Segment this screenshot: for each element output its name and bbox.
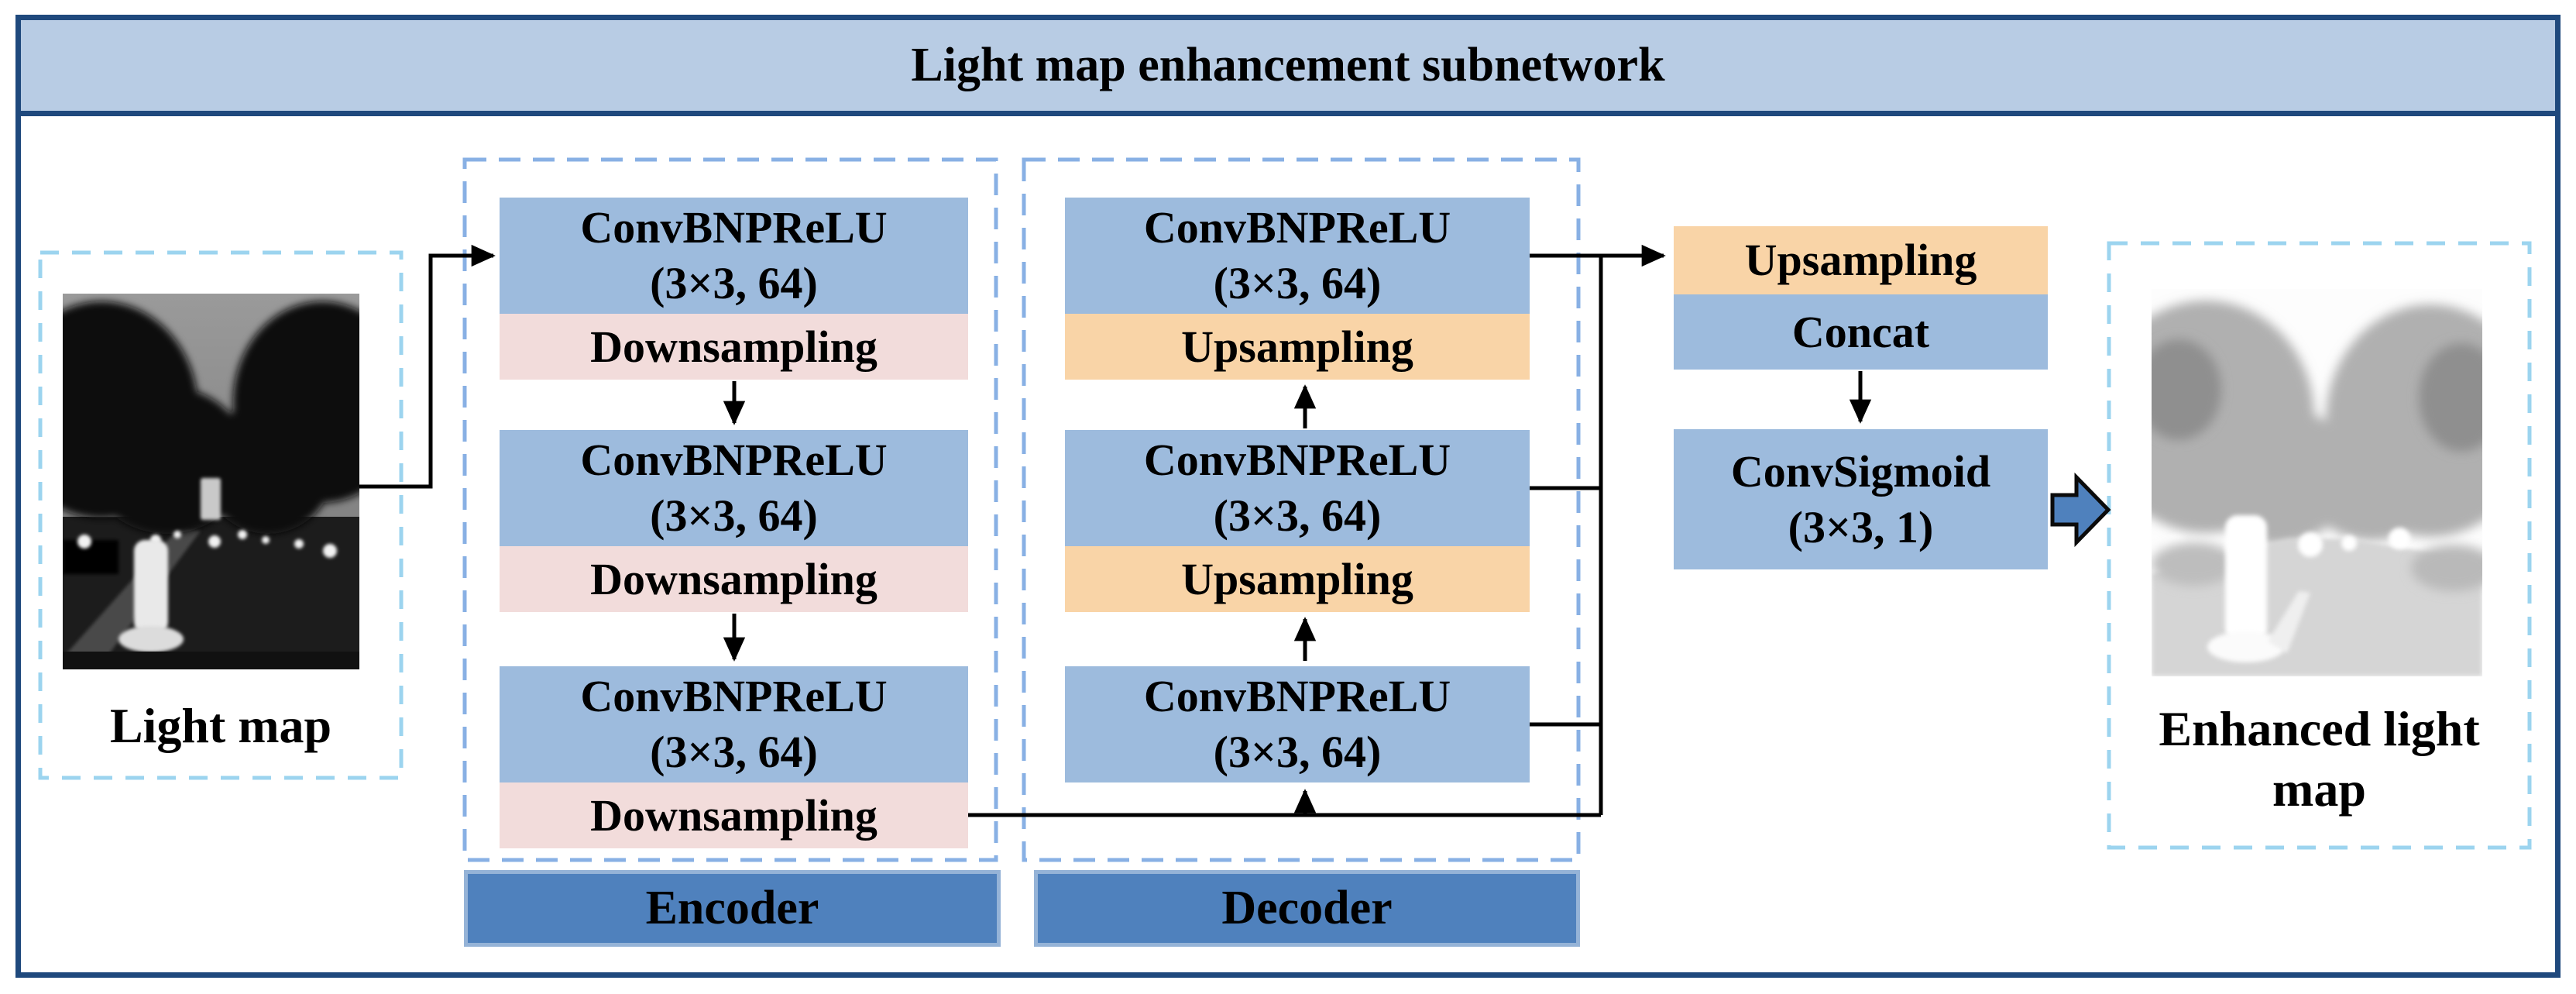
decoder-stage-1-conv-block: ConvBNPReLU (3×3, 64) — [1065, 198, 1530, 314]
output-caption-text: Enhanced light map — [2159, 701, 2480, 817]
encoder-label: Encoder — [645, 882, 819, 934]
encoder-stage-1-conv-block: ConvBNPReLU (3×3, 64) — [500, 198, 968, 314]
decoder-label-bar: Decoder — [1034, 870, 1580, 947]
encoder-stage-3-conv-block: ConvBNPReLU (3×3, 64) — [500, 666, 968, 782]
decoder-stage-2-upsampling-block: Upsampling — [1065, 546, 1530, 612]
encoder-stage-2-conv-label: ConvBNPReLU — [580, 435, 888, 485]
encoder-label-bar: Encoder — [464, 870, 1001, 947]
outer-frame — [15, 15, 2561, 978]
encoder-stage-2-downsampling-label: Downsampling — [590, 553, 878, 604]
enhanced-light-map-photo — [2152, 289, 2482, 676]
decoder-stage-1-upsampling-label: Upsampling — [1181, 321, 1413, 372]
decoder-stage-1-conv-label: ConvBNPReLU — [1143, 202, 1451, 253]
encoder-stage-1-downsampling-block: Downsampling — [500, 314, 968, 380]
decoder-stage-3-conv-label: ConvBNPReLU — [1143, 671, 1451, 721]
encoder-stage-3-downsampling-block: Downsampling — [500, 782, 968, 848]
decoder-label: Decoder — [1221, 882, 1393, 934]
encoder-stage-1-conv-params: (3×3, 64) — [650, 258, 818, 308]
head-upsampling-block: Upsampling — [1674, 226, 2048, 294]
decoder-stage-2-upsampling-label: Upsampling — [1181, 553, 1413, 604]
page-title: Light map enhancement subnetwork — [911, 39, 1665, 91]
decoder-stage-2-conv-label: ConvBNPReLU — [1143, 435, 1451, 485]
light-map-photo — [63, 294, 359, 669]
encoder-stage-1-downsampling-label: Downsampling — [590, 321, 878, 372]
head-convsigmoid-block: ConvSigmoid (3×3, 1) — [1674, 429, 2048, 569]
input-caption: Light map — [40, 696, 401, 756]
encoder-stage-3-conv-params: (3×3, 64) — [650, 727, 818, 777]
encoder-stage-1-conv-label: ConvBNPReLU — [580, 202, 888, 253]
encoder-stage-3-downsampling-label: Downsampling — [590, 789, 878, 841]
head-concat-block: Concat — [1674, 294, 2048, 370]
input-caption-text: Light map — [109, 698, 332, 753]
encoder-stage-2-conv-block: ConvBNPReLU (3×3, 64) — [500, 430, 968, 546]
head-upsampling-label: Upsampling — [1744, 235, 1977, 285]
decoder-stage-1-conv-params: (3×3, 64) — [1213, 258, 1382, 308]
title-bar: Light map enhancement subnetwork — [21, 20, 2555, 116]
encoder-stage-2-conv-params: (3×3, 64) — [650, 490, 818, 541]
decoder-stage-2-conv-params: (3×3, 64) — [1213, 490, 1382, 541]
decoder-stage-3-conv-params: (3×3, 64) — [1213, 727, 1382, 777]
output-caption: Enhanced light map — [2109, 699, 2530, 820]
encoder-stage-2-downsampling-block: Downsampling — [500, 546, 968, 612]
decoder-stage-3-conv-block: ConvBNPReLU (3×3, 64) — [1065, 666, 1530, 782]
encoder-stage-3-conv-label: ConvBNPReLU — [580, 671, 888, 721]
head-convsigmoid-label: ConvSigmoid — [1730, 445, 1991, 497]
decoder-stage-2-conv-block: ConvBNPReLU (3×3, 64) — [1065, 430, 1530, 546]
decoder-stage-1-upsampling-block: Upsampling — [1065, 314, 1530, 380]
head-concat-label: Concat — [1791, 306, 1930, 357]
head-convsigmoid-params: (3×3, 1) — [1788, 501, 1934, 552]
